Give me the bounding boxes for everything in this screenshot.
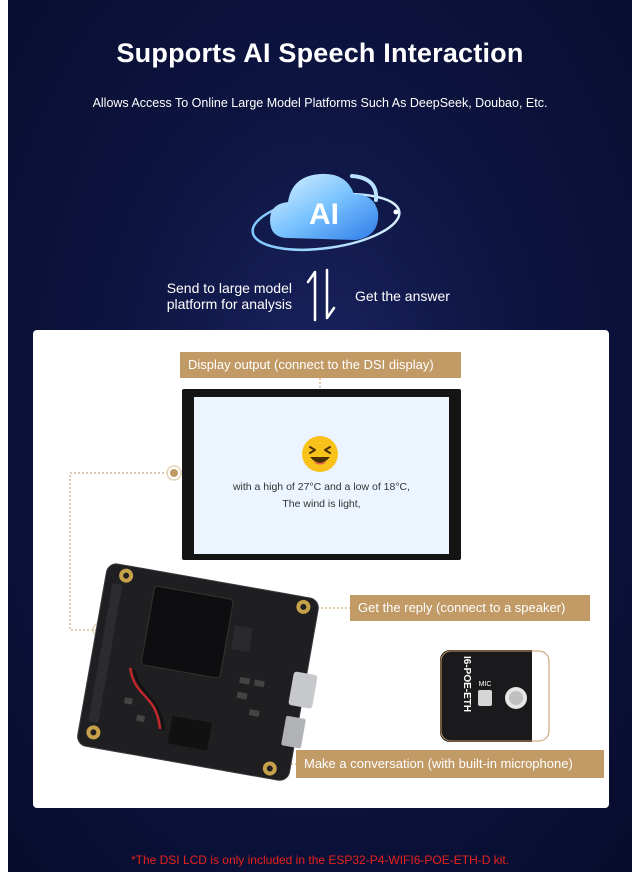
speaker-callout: Get the reply (connect to a speaker) [350,595,590,621]
laughing-face-icon [302,436,338,472]
up-down-arrows-icon [306,268,336,322]
ai-logo-text: AI [309,198,339,231]
kit-footnote: *The DSI LCD is only included in the ESP… [130,853,510,867]
send-line-1: Send to large model [166,280,292,296]
left-border [0,0,8,872]
send-to-platform-text: Send to large model platform for analysi… [130,280,292,312]
get-answer-text: Get the answer [355,288,450,304]
board-model-label: I6-POE-ETH [461,656,472,712]
esp32-board-image [77,563,319,781]
display-screen [194,397,449,554]
microphone-callout: Make a conversation (with built-in micro… [296,750,604,778]
ai-cloud-icon: AI [251,173,401,251]
display-output-callout: Display output (connect to the DSI displ… [180,352,461,378]
page-title: Supports AI Speech Interaction [116,38,524,68]
screen-weather-line-2: The wind is light, [282,498,361,510]
send-line-2: platform for analysis [166,296,292,312]
right-border [632,0,640,872]
microphone-closeup-image: MIC I6-POE-ETH [440,650,550,742]
screen-weather-line-1: with a high of 27°C and a low of 18°C, [232,481,411,493]
page-subtitle: Allows Access To Online Large Model Plat… [92,96,548,110]
mic-label: MIC [479,681,492,688]
